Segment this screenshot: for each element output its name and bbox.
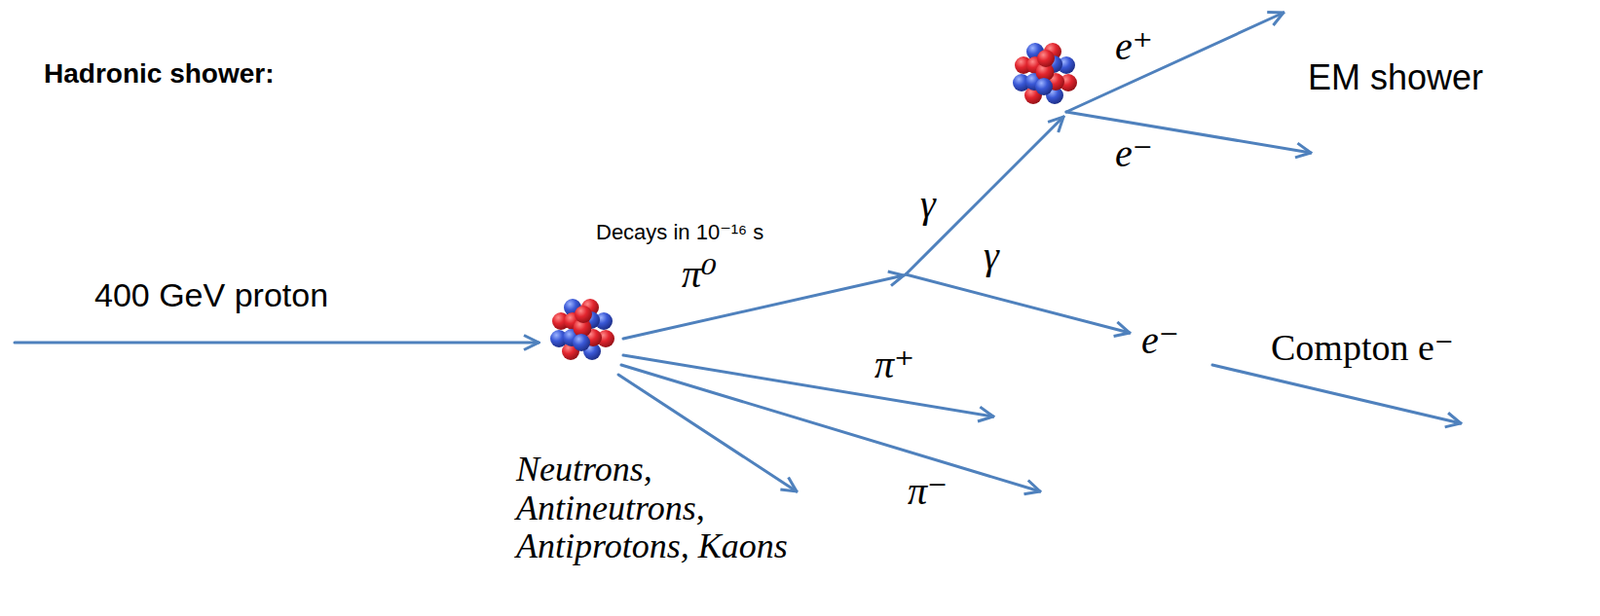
pi-minus-arrow bbox=[621, 365, 1041, 492]
pi0-arrow bbox=[623, 275, 904, 339]
hadron-list: Neutrons, Antineutrons, Antiprotons, Kao… bbox=[516, 450, 828, 567]
compton-label: Compton e⁻ bbox=[1270, 329, 1454, 367]
shower-label: EM shower bbox=[1307, 60, 1484, 96]
gamma-arrow bbox=[905, 116, 1064, 275]
nucleus bbox=[550, 298, 615, 361]
particle-label: γ bbox=[920, 185, 936, 224]
particle-label: γ bbox=[983, 236, 1000, 276]
compton-arrow bbox=[1212, 365, 1461, 424]
particle-label: π⁺ bbox=[874, 345, 915, 385]
particle-label: e⁻ bbox=[1141, 321, 1180, 361]
diagram-title: Hadronic shower: bbox=[43, 60, 274, 88]
beam-label: 400 GeV proton bbox=[94, 278, 329, 312]
particle-label: π⁰ bbox=[681, 255, 717, 295]
decay-note: Decays in 10⁻¹⁶ s bbox=[595, 222, 764, 244]
particle-label: e⁺ bbox=[1115, 27, 1154, 67]
pi-plus-arrow bbox=[623, 355, 994, 417]
particle-label: e⁻ bbox=[1115, 134, 1154, 174]
particle-label: π⁻ bbox=[907, 472, 948, 512]
proton-arrow bbox=[14, 341, 539, 345]
nucleus bbox=[1012, 42, 1078, 105]
electron-arrow bbox=[1066, 111, 1311, 153]
positron-arrow bbox=[1066, 12, 1284, 112]
gamma-arrow bbox=[905, 274, 1130, 334]
